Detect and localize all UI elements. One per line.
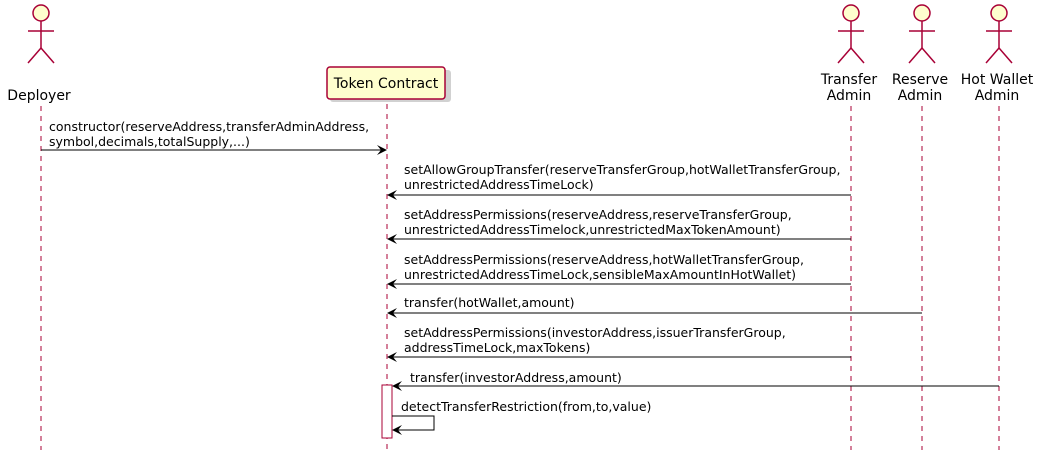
participant-token-contract[interactable]: Token Contract bbox=[326, 66, 451, 102]
message-label-line2: addressTimeLock,maxTokens) bbox=[404, 340, 590, 355]
activation-bar bbox=[381, 384, 393, 439]
message-set-allow-group-transfer[interactable]: setAllowGroupTransfer(reserveTransferGro… bbox=[387, 162, 851, 200]
message-transfer-hot-wallet[interactable]: transfer(hotWallet,amount) bbox=[387, 295, 922, 318]
stick-figure-icon bbox=[27, 4, 55, 64]
message-constructor[interactable]: constructor(reserveAddress,transferAdmin… bbox=[41, 119, 387, 155]
self-call-arrow bbox=[392, 415, 435, 435]
message-label-line1: detectTransferRestriction(from,to,value) bbox=[401, 399, 651, 414]
actor-label-line2: Admin bbox=[975, 88, 1020, 104]
message-label-line2: unrestrictedAddressTimelock,unrestricted… bbox=[404, 222, 781, 237]
message-transfer-investor[interactable]: transfer(investorAddress,amount) bbox=[392, 370, 999, 391]
actor-label-line1: Transfer bbox=[820, 72, 878, 88]
stick-figure-icon bbox=[837, 4, 865, 64]
actor-reserve-admin[interactable]: Reserve Admin bbox=[892, 4, 948, 104]
message-label-line2: unrestrictedAddressTimeLock,sensibleMaxA… bbox=[404, 267, 796, 282]
stick-figure-icon bbox=[985, 4, 1013, 64]
message-label-line1: setAddressPermissions(investorAddress,is… bbox=[404, 325, 786, 340]
actor-label-line2: Admin bbox=[827, 88, 872, 104]
actor-label: Deployer bbox=[7, 88, 71, 104]
actor-transfer-admin[interactable]: Transfer Admin bbox=[820, 4, 878, 104]
actor-label-line1: Reserve bbox=[892, 72, 948, 88]
actor-deployer[interactable]: Deployer bbox=[7, 4, 71, 104]
actor-hot-wallet-admin[interactable]: Hot Wallet Admin bbox=[961, 4, 1034, 104]
message-label-line2: unrestrictedAddressTimeLock) bbox=[404, 177, 594, 192]
message-label-line2: symbol,decimals,totalSupply,...) bbox=[49, 134, 250, 149]
message-label-line1: transfer(investorAddress,amount) bbox=[410, 370, 622, 385]
actor-label-line1: Hot Wallet bbox=[961, 72, 1034, 88]
message-label-line1: setAddressPermissions(reserveAddress,res… bbox=[404, 207, 792, 222]
message-label-line1: transfer(hotWallet,amount) bbox=[404, 295, 575, 310]
participant-box-main bbox=[326, 66, 446, 100]
stick-figure-icon bbox=[908, 4, 936, 64]
actor-label-line2: Admin bbox=[898, 88, 943, 104]
message-label-line1: setAllowGroupTransfer(reserveTransferGro… bbox=[404, 162, 840, 177]
participant-label: Token Contract bbox=[333, 76, 439, 92]
message-detect-transfer-restriction[interactable]: detectTransferRestriction(from,to,value) bbox=[392, 399, 651, 435]
message-set-address-permissions-investor[interactable]: setAddressPermissions(investorAddress,is… bbox=[387, 325, 851, 362]
message-set-address-permissions-hot-wallet[interactable]: setAddressPermissions(reserveAddress,hot… bbox=[387, 252, 851, 289]
message-set-address-permissions-reserve[interactable]: setAddressPermissions(reserveAddress,res… bbox=[387, 207, 851, 244]
message-label-line1: constructor(reserveAddress,transferAdmin… bbox=[49, 119, 369, 134]
message-label-line1: setAddressPermissions(reserveAddress,hot… bbox=[404, 252, 804, 267]
